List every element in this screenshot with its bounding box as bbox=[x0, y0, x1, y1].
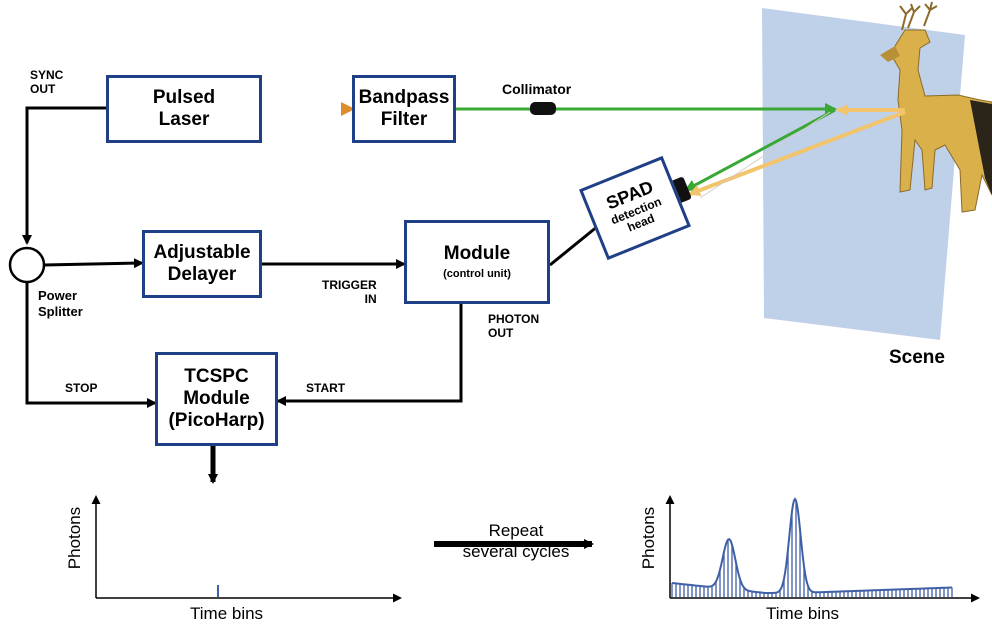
tcspc-module-label: TCSPC Module (PicoHarp) bbox=[168, 366, 265, 431]
left-plot-ylabel: Photons bbox=[65, 506, 85, 570]
green-beam-return bbox=[684, 108, 836, 192]
right-plot-histogram bbox=[671, 497, 953, 597]
trigger-in-label: TRIGGER IN bbox=[322, 278, 377, 307]
scatter-ray bbox=[699, 111, 831, 199]
splitter-circle-icon bbox=[8, 246, 46, 284]
adjustable-delayer-label: Adjustable Delayer bbox=[153, 242, 251, 285]
sync-line bbox=[22, 106, 106, 245]
repeat-label: Repeat several cycles bbox=[462, 521, 570, 562]
module-subtitle: (control unit) bbox=[443, 268, 511, 281]
module-title: Module bbox=[443, 243, 511, 265]
pulsed-laser-box: Pulsed Laser bbox=[106, 75, 262, 143]
module-to-spad bbox=[549, 224, 599, 267]
splitter-to-delayer bbox=[43, 258, 144, 269]
pulsed-laser-label: Pulsed Laser bbox=[152, 87, 216, 130]
deer-figure bbox=[880, 1, 992, 213]
photon-out-label: PHOTON OUT bbox=[488, 312, 540, 341]
collimator-lens-icon bbox=[530, 102, 556, 115]
module-to-tcspc bbox=[276, 304, 463, 406]
start-label: START bbox=[306, 381, 346, 395]
scene-wall bbox=[762, 8, 965, 340]
left-plot-xlabel: Time bins bbox=[190, 604, 264, 623]
sync-out-label: SYNC OUT bbox=[30, 68, 64, 97]
bandpass-filter-box: Bandpass Filter bbox=[352, 75, 456, 143]
right-plot-ylabel: Photons bbox=[639, 506, 659, 570]
splitter-to-tcspc bbox=[25, 282, 157, 408]
right-plot-xlabel: Time bins bbox=[766, 604, 840, 623]
adjustable-delayer-box: Adjustable Delayer bbox=[142, 230, 262, 298]
histogram-envelope bbox=[671, 497, 952, 594]
collimator-label: Collimator bbox=[502, 81, 572, 97]
tcspc-module-box: TCSPC Module (PicoHarp) bbox=[155, 352, 278, 446]
bandpass-filter-label: Bandpass Filter bbox=[358, 87, 450, 130]
module-box: Module (control unit) bbox=[404, 220, 550, 304]
spad-cap-icon bbox=[670, 177, 692, 203]
power-splitter-label: Power Splitter bbox=[38, 288, 83, 319]
stop-label: STOP bbox=[65, 381, 98, 395]
scene-label: Scene bbox=[889, 347, 945, 368]
